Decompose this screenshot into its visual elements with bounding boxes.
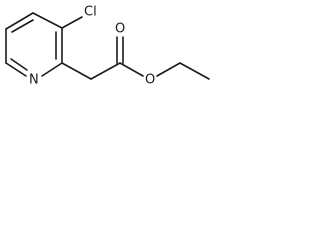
pyridine-ring [5,12,63,77]
bond-c6-n [5,62,27,77]
bond-ch2-ch3 [179,62,210,80]
ester-oxygen-label: O [145,73,155,88]
chlorine-label: Cl [84,5,97,20]
carbonyl-oxygen-label: O [115,22,125,37]
bond-c2-ch2 [61,62,92,80]
bond-carbonyl-ester-o [119,62,144,77]
bond-double-c4-c5-inner [11,19,34,33]
chemical-structure: Cl N O O [5,5,210,88]
bond-ester-o-ch2 [156,62,181,77]
bond-c4-c5 [5,12,34,30]
bond-double-c6-n-inner [10,58,28,71]
bond-n-c2 [41,62,63,77]
ring-nitrogen-label: N [29,73,39,88]
bond-ch2-carbonyl [90,62,121,80]
ester-side-chain [61,36,210,80]
bond-c3-c4 [32,12,63,29]
bond-c3-cl [61,16,83,29]
